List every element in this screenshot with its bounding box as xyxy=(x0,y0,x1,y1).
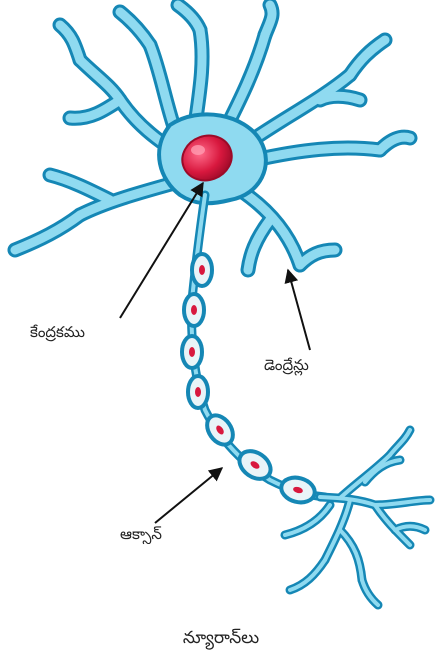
dendrites-label: డెంద్రేన్లు xyxy=(264,356,309,378)
axon-label: ఆక్సాన్ xyxy=(120,525,162,547)
myelin-sheath xyxy=(182,254,318,506)
myelin-segment xyxy=(184,294,204,326)
myelin-segment xyxy=(182,336,202,368)
axon-arrow xyxy=(155,468,222,523)
myelin-segment xyxy=(188,376,208,408)
dendrites-arrow xyxy=(288,270,310,350)
nucleus-label: కేంద్రకము xyxy=(30,323,85,345)
myelin-segment xyxy=(192,254,212,286)
myelin-segment xyxy=(278,474,317,506)
axon-terminals xyxy=(285,430,430,605)
diagram-caption: న్యూరాన్‌లు xyxy=(0,628,442,652)
